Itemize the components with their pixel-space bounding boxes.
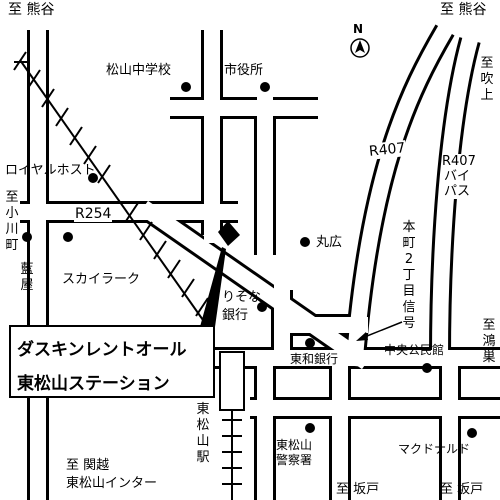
to-kounosu: 至鴻巣 xyxy=(482,318,496,365)
label-royal-host: ロイヤルホスト xyxy=(5,163,96,178)
route-r407-bypass: R407バイパス xyxy=(442,154,476,199)
label-honmachi-signal: 本町2丁目信号 xyxy=(402,220,416,331)
label-police: 東松山警察署 xyxy=(276,438,313,467)
police-dot xyxy=(305,423,315,433)
label-chuo-kominkan: 中央公民館 xyxy=(384,343,445,357)
label-aiya: 藍屋 xyxy=(20,262,34,293)
label-higashimatsuyama-station: 東松山駅 xyxy=(196,402,210,465)
north-arrow: N xyxy=(349,22,371,62)
route-r254: R254 xyxy=(74,206,113,222)
to-sakado-left: 至 坂戸 xyxy=(336,482,380,497)
store-marker xyxy=(218,221,240,246)
label-skylark: スカイラーク xyxy=(62,272,141,287)
to-kumagaya-right: 至 熊谷 xyxy=(440,2,487,18)
label-resona: りそな銀行 xyxy=(222,290,262,323)
to-kumagaya-left: 至 熊谷 xyxy=(8,2,55,18)
to-fukiage: 至吹上 xyxy=(480,56,494,103)
city-hall-dot xyxy=(260,82,270,92)
compass-icon xyxy=(350,38,370,58)
label-towa-bank: 東和銀行 xyxy=(290,352,339,366)
label-city-hall: 市役所 xyxy=(224,63,264,78)
mcdonalds-dot xyxy=(467,428,477,438)
royal-host-dot xyxy=(88,173,98,183)
label-mcdonalds: マクドナルド xyxy=(398,442,471,456)
store-name-line2: 東松山ステーション xyxy=(17,374,170,394)
kanetsu-ic: 東松山インター xyxy=(66,476,158,491)
skylark-dot xyxy=(63,232,73,242)
to-ogawamachi: 至小川町 xyxy=(5,190,19,253)
to-kanetsu: 至 関越 xyxy=(66,458,110,473)
store-pointer xyxy=(198,247,226,334)
to-sakado-right: 至 坂戸 xyxy=(440,482,484,497)
north-label: N xyxy=(353,22,364,36)
signal-arrow xyxy=(356,321,403,341)
label-matsuyama-jhs: 松山中学校 xyxy=(106,63,172,78)
railway-line xyxy=(13,51,242,500)
matsuyama-jhs-dot xyxy=(181,82,191,92)
aiya-dot xyxy=(22,232,32,242)
label-marukou: 丸広 xyxy=(316,235,343,250)
resona-dot xyxy=(257,302,267,312)
towa-bank-dot xyxy=(305,338,315,348)
station-building xyxy=(219,351,245,411)
store-name-line1: ダスキンレントオール xyxy=(17,340,187,360)
store-callout: ダスキンレントオール 東松山ステーション xyxy=(9,325,215,398)
marukou-dot xyxy=(300,237,310,247)
chuo-kominkan-dot xyxy=(422,363,432,373)
